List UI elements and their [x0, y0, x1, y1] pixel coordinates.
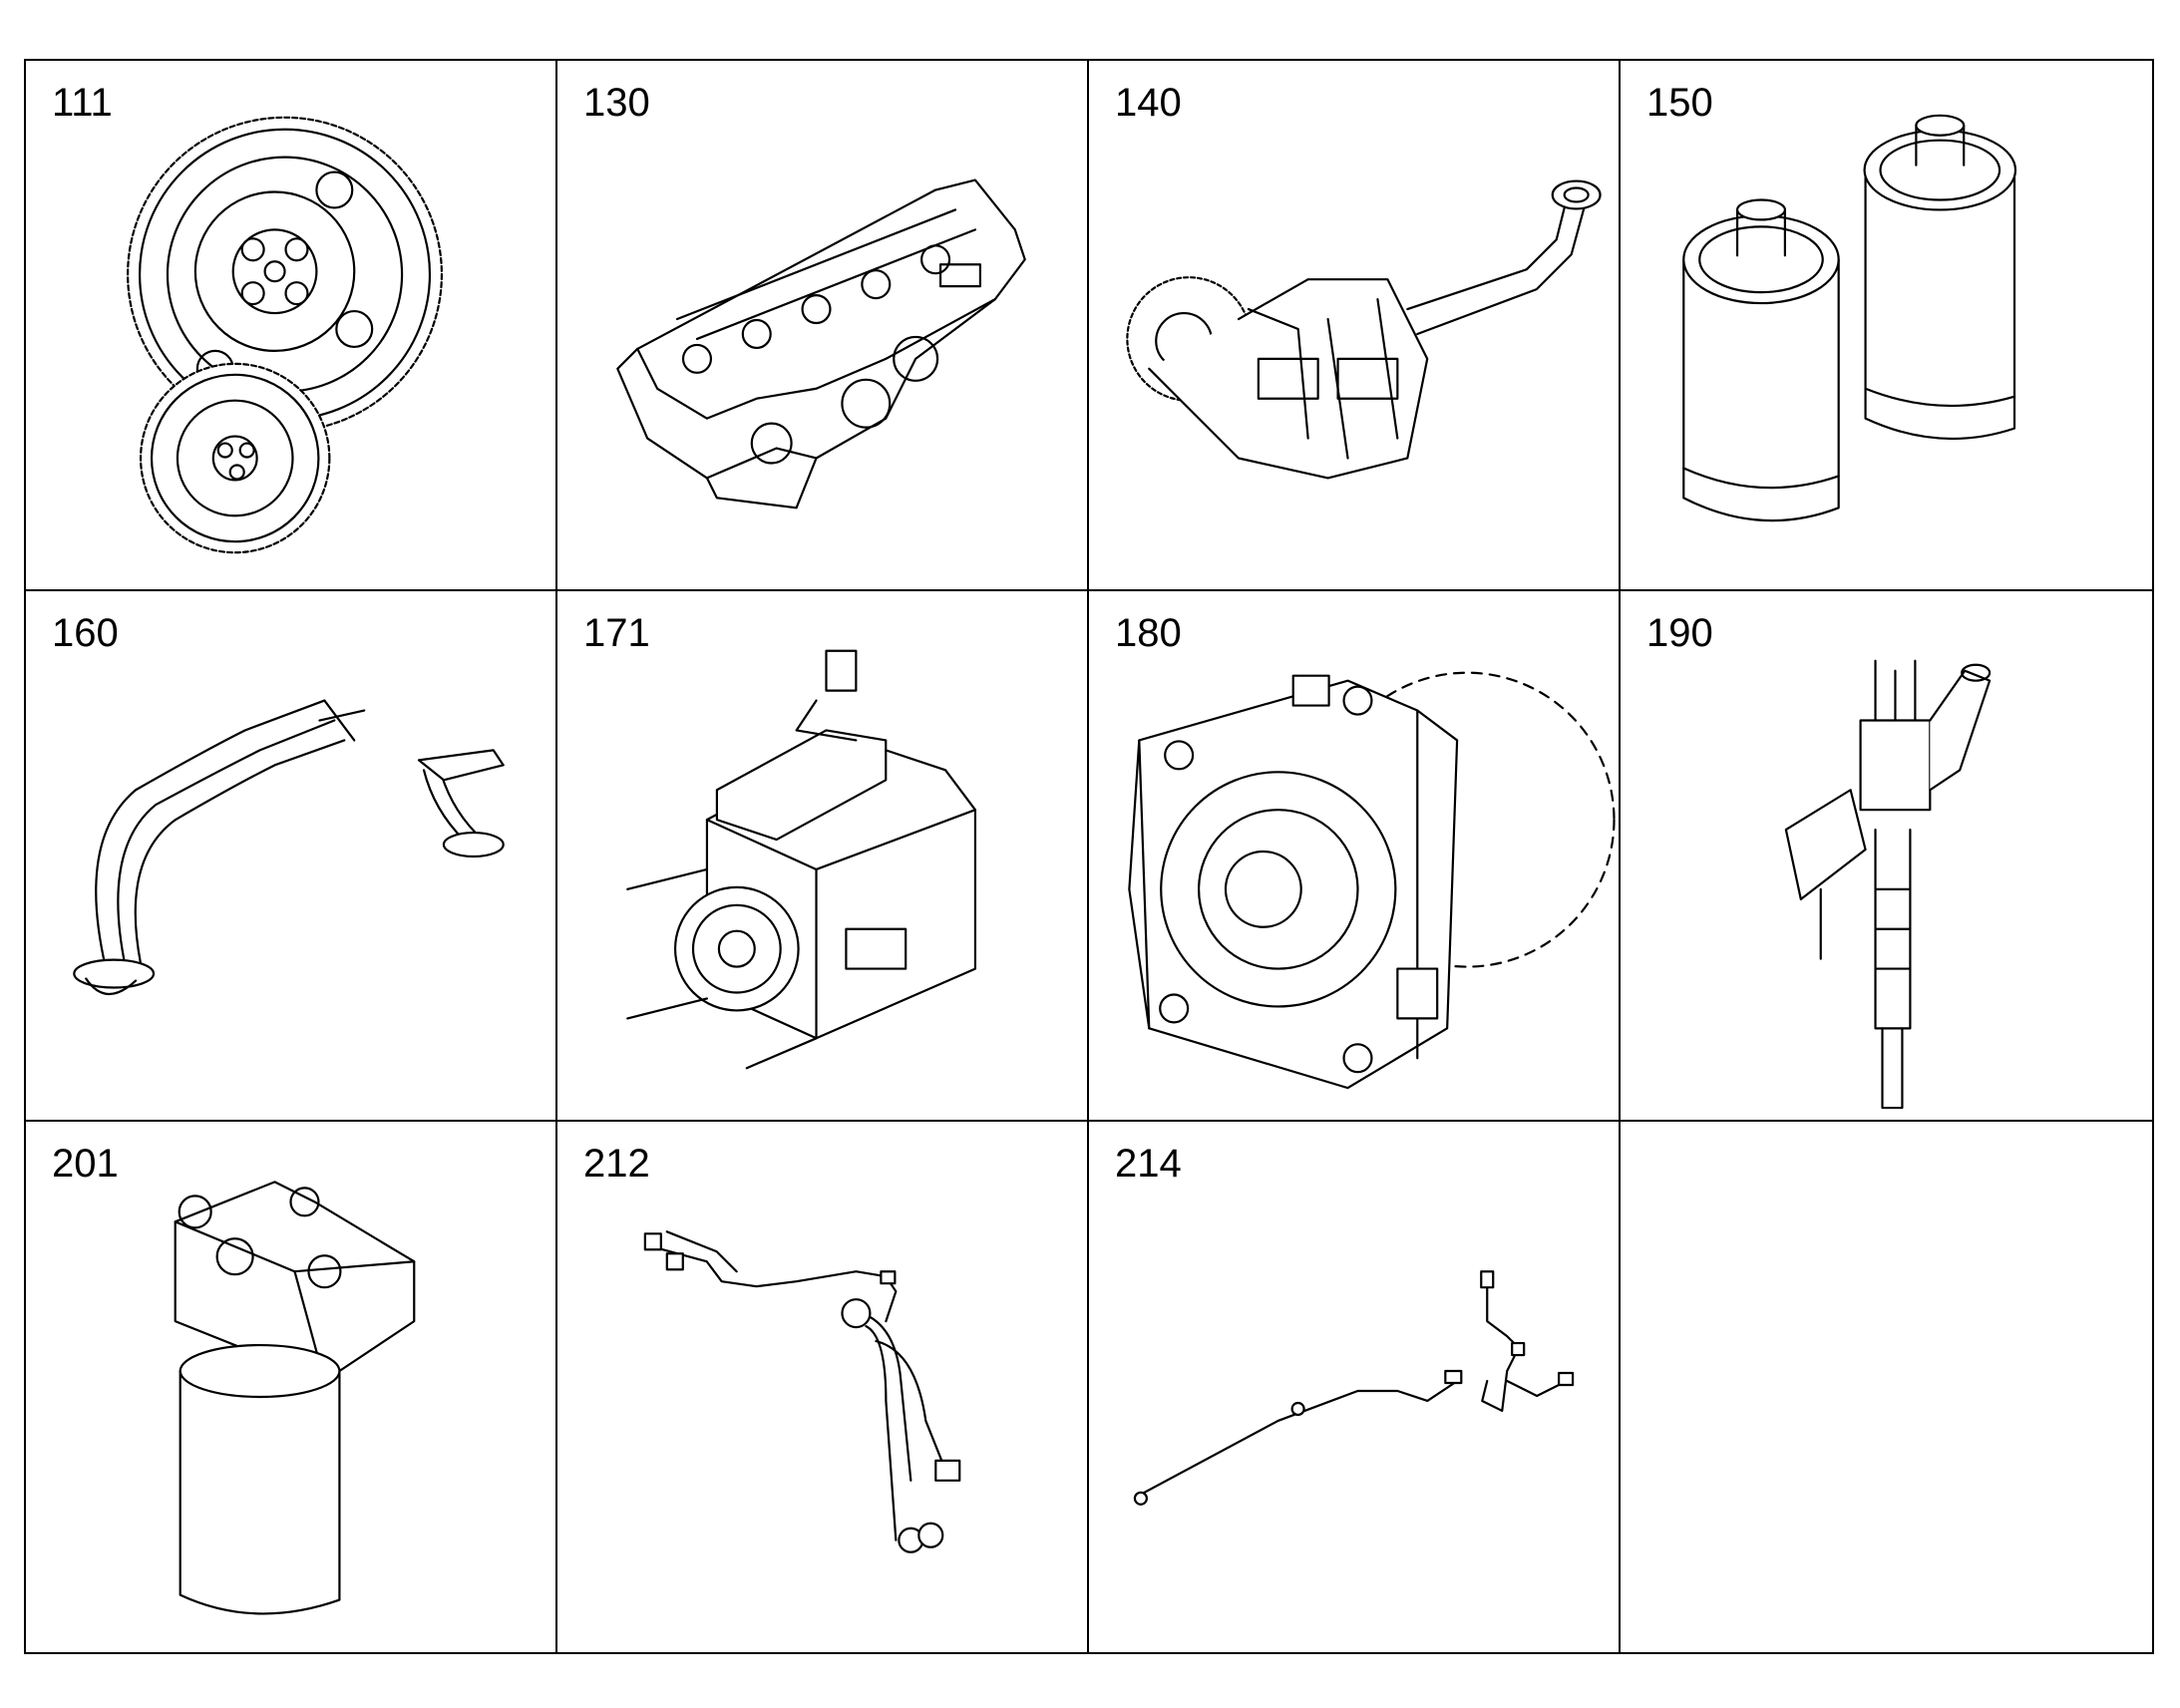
- part-number: 171: [583, 611, 650, 655]
- part-cell-150[interactable]: 150: [1621, 61, 2152, 591]
- filter-cartridges-icon: [1682, 114, 2017, 522]
- part-number: 160: [52, 611, 119, 655]
- part-cell-111[interactable]: 111: [26, 61, 557, 591]
- auxiliary-drive-icon: [1128, 671, 1616, 1090]
- harness-b-icon: [1133, 1270, 1575, 1506]
- empty-cell: [1621, 1122, 2152, 1652]
- part-cell-180[interactable]: 180: [1089, 591, 1621, 1122]
- parts-grid: 111 130: [24, 59, 2154, 1654]
- part-number: 214: [1115, 1142, 1182, 1186]
- part-number: 180: [1115, 611, 1182, 655]
- harness-a-icon: [643, 1230, 961, 1553]
- part-number: 201: [52, 1142, 119, 1186]
- part-cell-160[interactable]: 160: [26, 591, 557, 1122]
- part-cell-212[interactable]: 212: [557, 1122, 1089, 1652]
- part-cell-201[interactable]: 201: [26, 1122, 557, 1652]
- oil-suction-pipes-icon: [73, 699, 505, 996]
- part-cell-214[interactable]: 214: [1089, 1122, 1621, 1652]
- part-number: 140: [1115, 81, 1182, 125]
- oil-pump-icon: [1126, 179, 1602, 480]
- part-cell-130[interactable]: 130: [557, 61, 1089, 591]
- part-number: 190: [1646, 611, 1713, 655]
- part-number: 212: [583, 1142, 650, 1186]
- injection-pump-icon: [626, 649, 977, 1070]
- injector-icon: [1784, 659, 1992, 1110]
- fuel-filter-assembly-icon: [174, 1181, 416, 1615]
- part-cell-140[interactable]: 140: [1089, 61, 1621, 591]
- part-number: 111: [52, 81, 113, 125]
- part-cell-171[interactable]: 171: [557, 591, 1089, 1122]
- part-number: 150: [1646, 81, 1713, 125]
- gear-pair-icon: [127, 116, 444, 554]
- part-number: 130: [583, 81, 650, 125]
- cylinder-head-icon: [616, 178, 1026, 510]
- part-cell-190[interactable]: 190: [1621, 591, 2152, 1122]
